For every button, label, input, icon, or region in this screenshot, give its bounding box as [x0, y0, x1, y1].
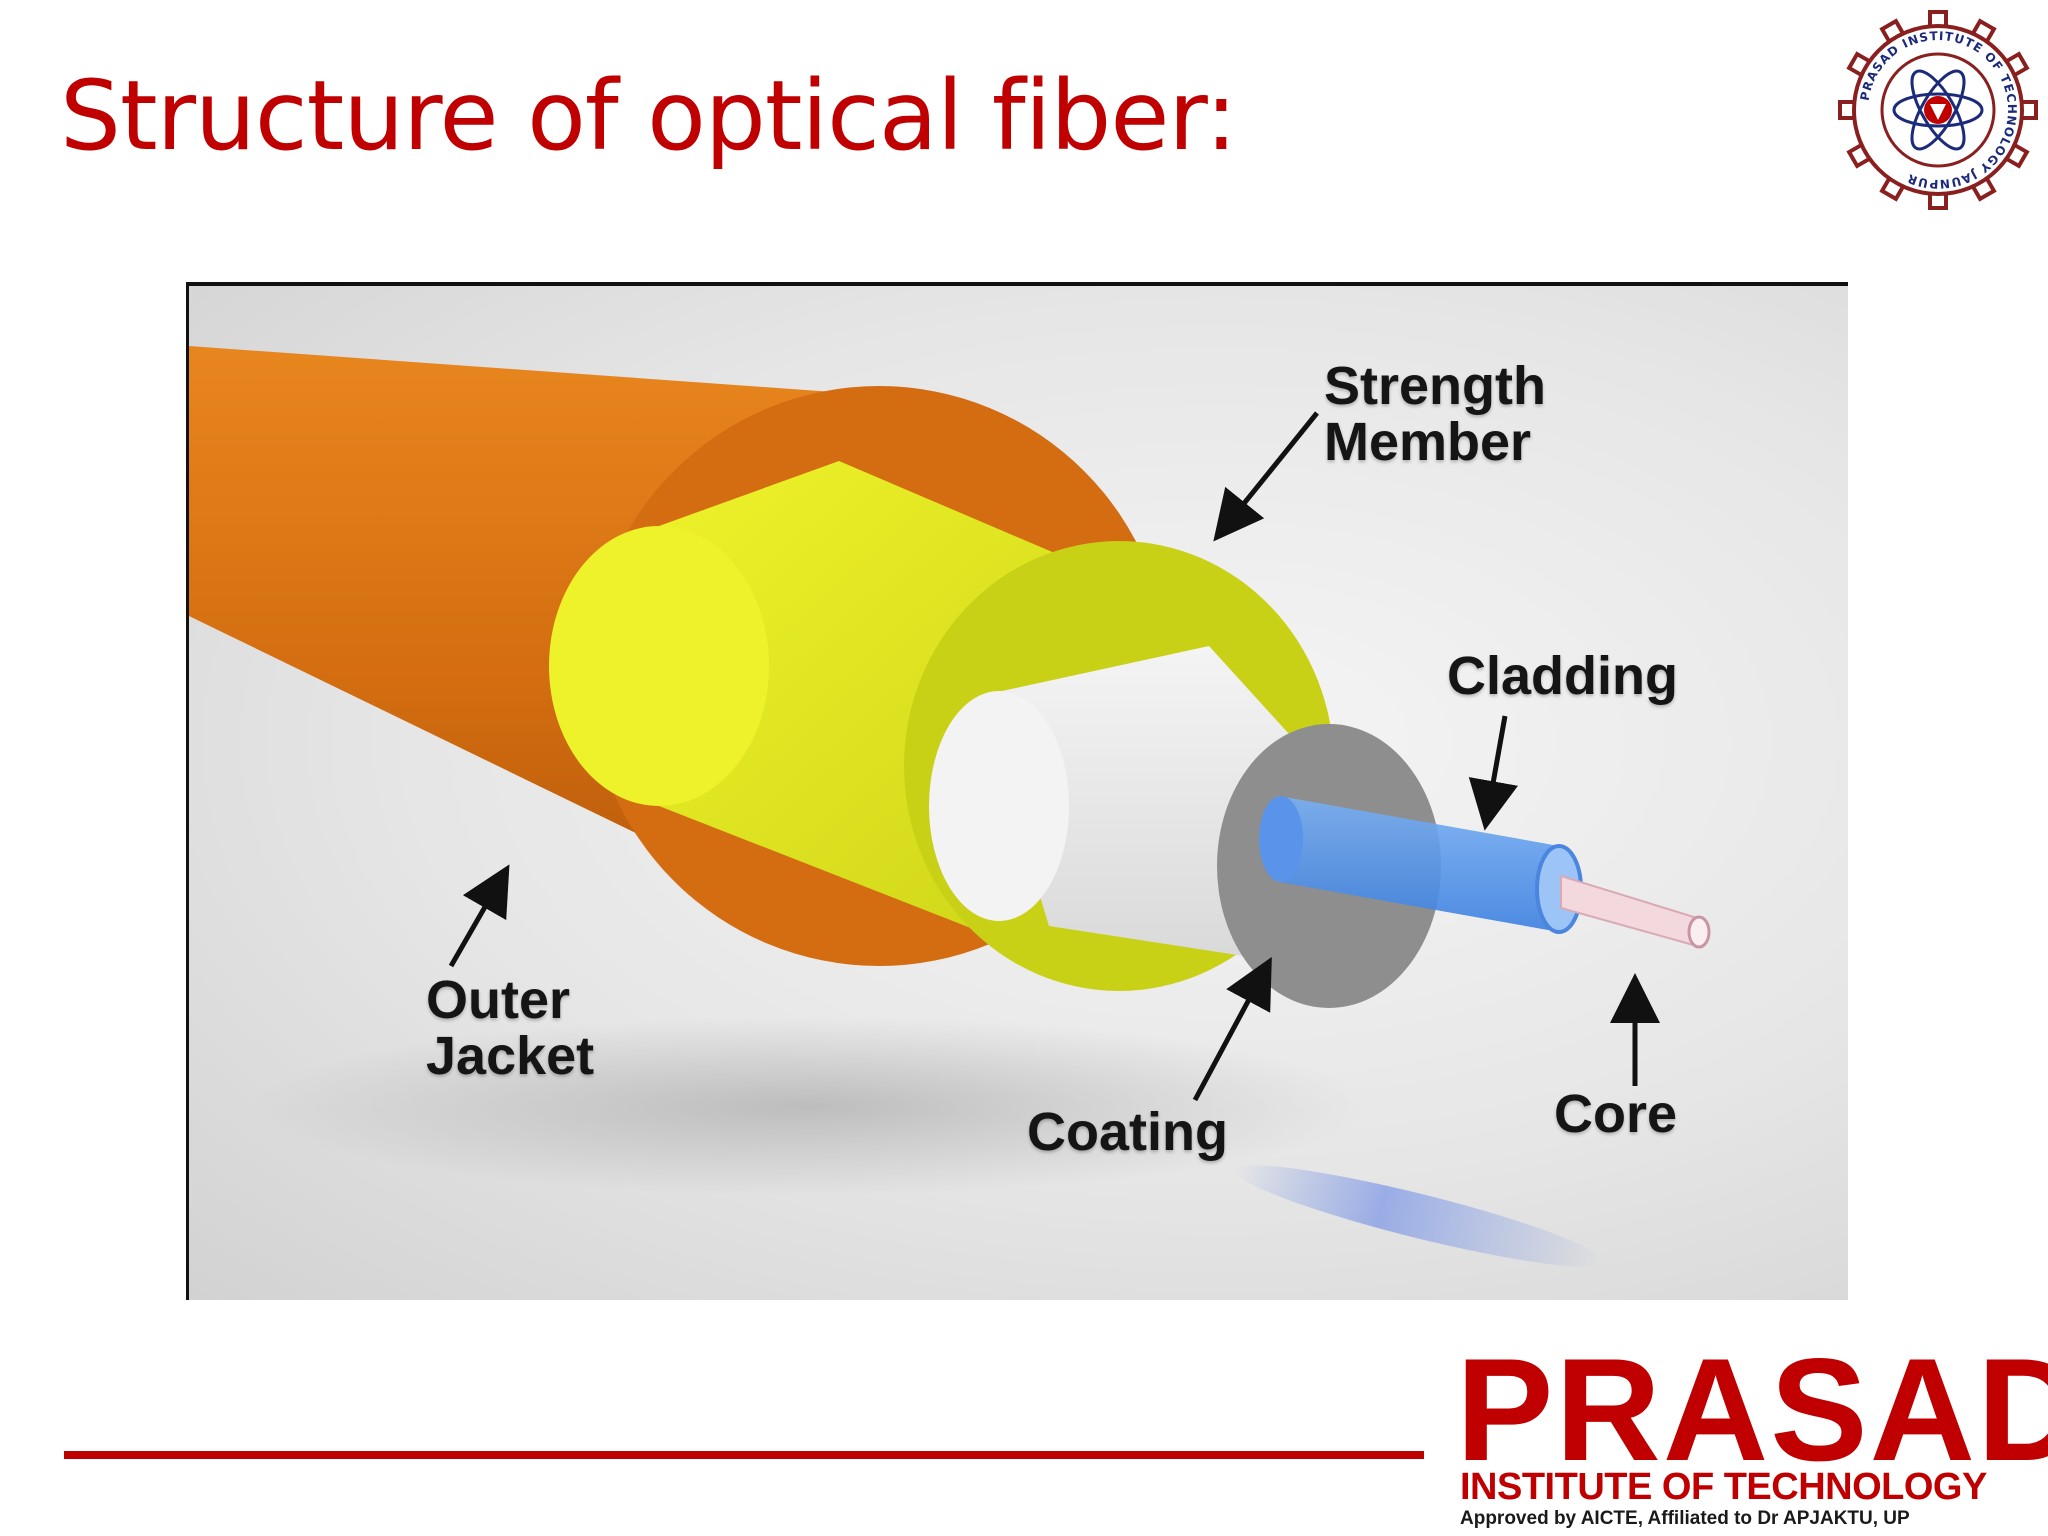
brand-name: PRASAD — [1456, 1328, 2048, 1491]
label-strength-member: Strength Member — [1324, 356, 1546, 472]
cladding-body — [1279, 796, 1559, 932]
arrow-cladding — [1468, 715, 1518, 831]
brand-approval: Approved by AICTE, Affiliated to Dr APJA… — [1460, 1508, 1910, 1529]
core-end — [1687, 915, 1711, 949]
arrow-strength-member — [1213, 411, 1319, 542]
institute-seal: PRASAD INSTITUTE OF TECHNOLOGY JAUNPUR — [1838, 10, 2038, 210]
fiber-drawing — [189, 346, 1711, 1267]
core-body — [1560, 874, 1698, 948]
footer-rule — [64, 1451, 1424, 1459]
label-cladding: Cladding — [1447, 646, 1678, 706]
arrow-coating — [1192, 956, 1272, 1102]
label-core: Core — [1554, 1084, 1678, 1144]
atom-emblem-icon — [1892, 69, 1984, 151]
label-coating: Coating — [1027, 1102, 1228, 1162]
slide-title: Structure of optical fiber: — [60, 60, 1238, 172]
arrow-outer-jacket — [448, 864, 510, 968]
label-outer-jacket: Outer Jacket — [426, 970, 595, 1086]
brand-subtitle: INSTITUTE OF TECHNOLOGY — [1460, 1466, 1987, 1508]
fiber-illustration: Strength Member Cladding Outer Jacket Co… — [186, 282, 1848, 1300]
